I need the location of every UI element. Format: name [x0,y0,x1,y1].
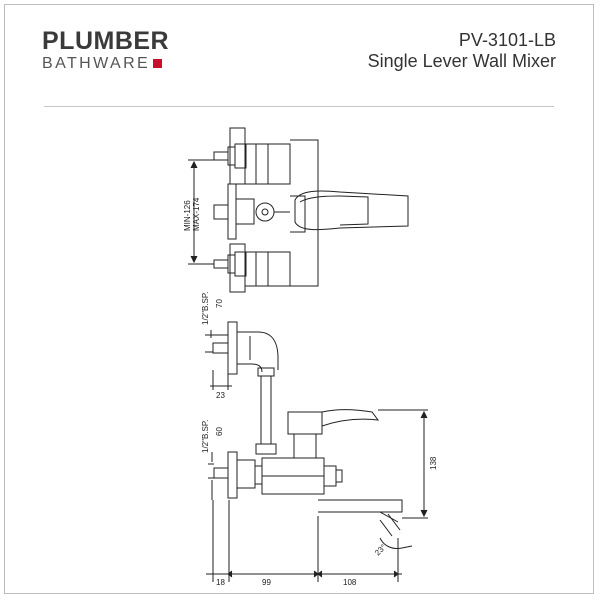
brand-name-bottom-row: BATHWARE [42,55,169,72]
center-range-max-label: MAX-174 [192,197,201,231]
lever-side [287,409,380,459]
center-range-min-label: MIN-126 [183,200,192,231]
body-top [290,139,319,287]
brand-name-top: PLUMBER [42,27,170,55]
bottom-dimensions [206,500,402,582]
spout-reach-label: 108 [343,578,357,587]
upper-inlet [213,127,291,185]
side-view [205,321,428,582]
base-offset-label: 18 [216,578,225,587]
drawing-frame [4,4,594,594]
lower-inlet-dimensions [208,452,214,500]
inlet-height-top-label: 70 [215,299,224,308]
brand-accent-square [153,59,163,68]
spout-height-label: 138 [429,456,438,470]
brand-name-bottom: BATHWARE [42,55,151,72]
top-view [188,127,409,293]
lower-inlet [213,243,291,293]
product-header: PV-3101-LB Single Lever Wall Mixer [368,30,556,72]
inlet-thread-top-label: 1/2"B.SP. [201,292,210,325]
spout-side [318,499,403,537]
header-divider [44,106,554,107]
connecting-pipe [255,376,277,455]
lever-top [294,190,409,231]
mixer-body-side [261,457,343,495]
diverter-knob [213,183,290,240]
product-name: Single Lever Wall Mixer [367,51,556,71]
dimension-labels: MIN-126 MAX-174 1/2"B.SP. 70 23 1/2"B.SP… [183,197,438,587]
spout-height-dimension [378,409,428,519]
lower-inlet-side [213,451,263,499]
product-code: PV-3101-LB [458,30,556,50]
spout-angle-dimension [379,537,413,549]
inlet-height-bottom-label: 60 [215,427,224,436]
upper-inlet-dimensions [205,330,232,390]
brand-logo: PLUMBER BATHWARE [42,27,170,73]
body-depth-label: 99 [262,578,271,587]
inlet-thread-bottom-label: 1/2"B.SP. [201,420,210,453]
upper-inlet-elbow [212,321,279,377]
inlet-offset-label: 23 [216,391,225,400]
center-dimension [188,159,214,265]
